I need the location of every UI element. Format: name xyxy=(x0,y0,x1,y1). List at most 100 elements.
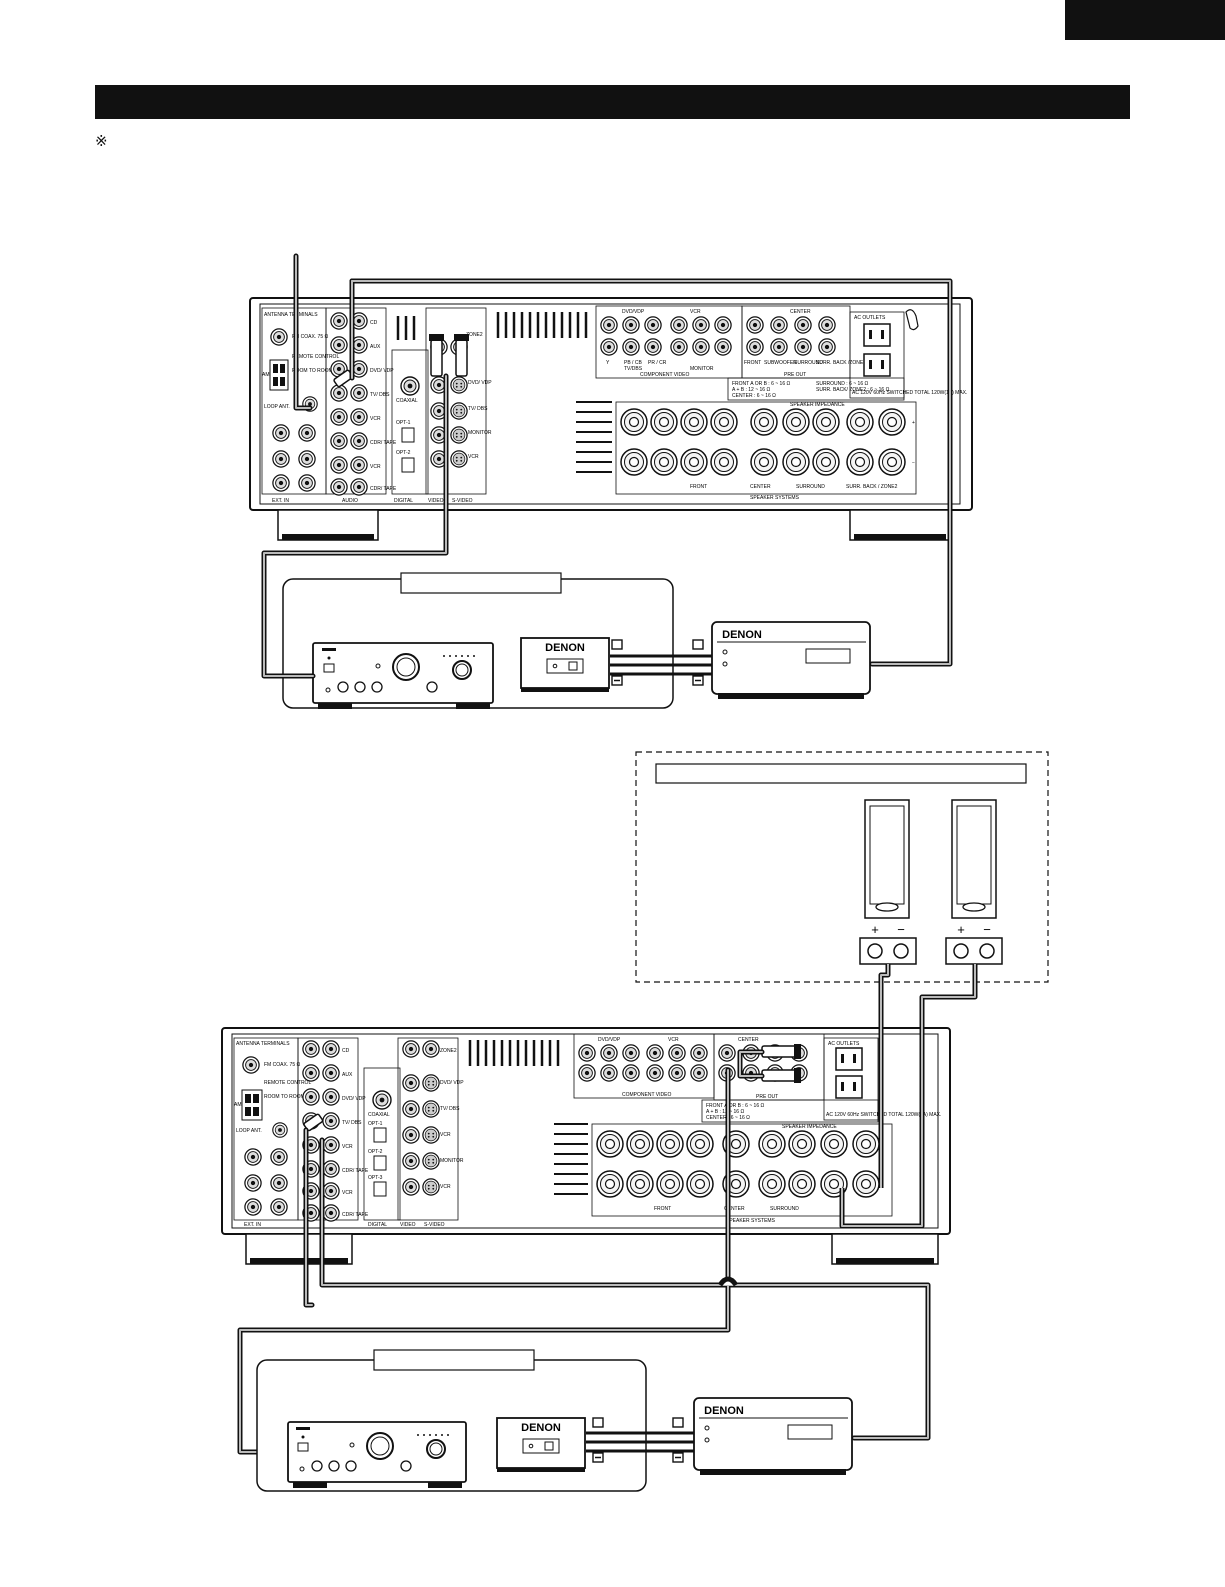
remote-label: REMOTE CONTROL xyxy=(292,354,339,360)
remote-label-bottom: REMOTE CONTROL xyxy=(264,1080,311,1086)
zone2-label: ZONE2 xyxy=(466,332,483,338)
opt3-label-bottom: OPT-3 xyxy=(368,1175,383,1181)
top-room-label-box xyxy=(400,572,562,594)
ac-outlets-label: AC OUTLETS xyxy=(854,315,886,321)
impedance-line-2-bottom: A + B : 12 ~ 16 Ω xyxy=(706,1109,744,1115)
component-jack-pb: PB / CB xyxy=(624,360,642,366)
audio-in-vcr-bottom: VCR xyxy=(342,1144,353,1150)
bottom-room-label-box xyxy=(373,1349,535,1371)
receiver-bottom: ANTENNA TERMINALS FM COAX. 75 Ω AM REMOT… xyxy=(221,1027,951,1265)
opt1-label-bottom: OPT-1 xyxy=(368,1121,383,1127)
cable-crossover xyxy=(717,1276,739,1287)
audio-in-tv: TV/ DBS xyxy=(370,392,390,398)
audio-in-vcr1: VCR xyxy=(370,416,381,422)
fm-label-bottom: FM COAX. 75 Ω xyxy=(264,1062,301,1068)
component-label: COMPONENT VIDEO xyxy=(640,372,689,378)
section-header-bar xyxy=(95,85,1130,119)
ac-outlets-label-bottom: AC OUTLETS xyxy=(828,1041,860,1047)
audio-in-dvd: DVD/ VDP xyxy=(370,368,394,374)
opt1-label: OPT-1 xyxy=(396,420,411,426)
denon-tuner-top: DENON xyxy=(520,637,610,692)
preout-sub: SUBWOOFER xyxy=(764,360,797,366)
component-group-vcr-bottom: VCR xyxy=(668,1037,679,1043)
room-label: ROOM TO ROOM xyxy=(292,368,333,374)
preout-front: FRONT xyxy=(744,360,761,366)
preout-label: PRE OUT xyxy=(784,372,806,378)
impedance-line-1: FRONT A OR B : 6 ~ 16 Ω xyxy=(732,381,791,387)
impedance-line-5: SURR. BACK/ ZONE2 : 6 ~ 16 Ω xyxy=(816,387,890,393)
am-label-bottom: AM xyxy=(234,1102,242,1108)
center-label-bottom: CENTER xyxy=(738,1037,759,1043)
minus-mark: − xyxy=(912,460,915,466)
component-group-vcr: VCR xyxy=(690,309,701,315)
receiver-top-vents xyxy=(496,312,588,338)
speaker-front: FRONT xyxy=(690,484,707,490)
preout-label-bottom: PRE OUT xyxy=(756,1094,778,1100)
integrated-amplifier-top xyxy=(312,642,494,709)
component-sub-tv: TV/DBS xyxy=(624,366,643,372)
audio-in-cdr2: CDR/ TAPE xyxy=(370,486,397,492)
svideo-label-bottom: S-VIDEO xyxy=(424,1222,445,1228)
svideo-label: S-VIDEO xyxy=(452,498,473,504)
ext-in-label-bottom: EXT. IN xyxy=(244,1222,261,1228)
speaker-option-header-box xyxy=(655,763,1027,784)
component-sub-monitor: MONITOR xyxy=(690,366,714,372)
audio-in-aux: AUX xyxy=(370,344,381,350)
bottom-room-speaker-wires xyxy=(586,1417,694,1463)
denon-logo-bottom-1: DENON xyxy=(521,1422,561,1434)
antenna-label: ANTENNA TERMINALS xyxy=(264,312,318,318)
video-label: VIDEO xyxy=(428,498,444,504)
top-cables-inner xyxy=(263,255,951,677)
video-in-vcr-bottom: VCR xyxy=(440,1132,451,1138)
component-label-bottom: COMPONENT VIDEO xyxy=(622,1092,671,1098)
preout-surrback: SURR. BACK /ZONE2 xyxy=(816,360,866,366)
audio-in-tv-bottom: TV/ DBS xyxy=(342,1120,362,1126)
loop-label: LOOP ANT. xyxy=(264,404,290,410)
integrated-amplifier-bottom xyxy=(287,1421,467,1488)
audio-in-cd-bottom: CD xyxy=(342,1048,350,1054)
audio-in-cdr1: CDR/ TAPE xyxy=(370,440,397,446)
coaxial-label-bottom: COAXIAL xyxy=(368,1112,390,1118)
speaker-systems-label-bottom: SPEAKER SYSTEMS xyxy=(726,1218,776,1224)
speaker-left: + − xyxy=(859,799,917,965)
denon-cd-bottom: DENON xyxy=(693,1397,853,1475)
speaker-center-bottom: CENTER xyxy=(724,1206,745,1212)
video-label-bottom: VIDEO xyxy=(400,1222,416,1228)
impedance-line-3: CENTER : 6 ~ 16 Ω xyxy=(732,393,776,399)
loop-label-bottom: LOOP ANT. xyxy=(236,1128,262,1134)
component-jack-pr: PR / CR xyxy=(648,360,667,366)
denon-logo-top-2: DENON xyxy=(722,629,762,641)
audio-in-aux-bottom: AUX xyxy=(342,1072,353,1078)
opt2-label-bottom: OPT-2 xyxy=(368,1149,383,1155)
speaker-right-plus: + xyxy=(957,922,965,937)
impedance-label-bottom: SPEAKER IMPEDANCE xyxy=(782,1124,837,1130)
speaker-right-minus: − xyxy=(983,922,991,937)
video-in-monitor: MONITOR xyxy=(468,430,492,436)
note-mark: ※ xyxy=(95,132,108,150)
speaker-wires-to-receiver-inner xyxy=(841,964,976,1227)
top-zone2-plugs xyxy=(429,334,469,377)
digital-label-bottom: DIGITAL xyxy=(368,1222,387,1228)
audio-in-cdr-bottom: CDR/ TAPE xyxy=(342,1168,369,1174)
preout-surround: SURROUND xyxy=(794,360,823,366)
denon-logo-bottom-2: DENON xyxy=(704,1405,744,1417)
ac-spec: AC 120V 60Hz SWITCHED TOTAL 120W(1A) MAX… xyxy=(852,390,967,396)
audio-label: AUDIO xyxy=(342,498,358,504)
language-tab xyxy=(1065,0,1225,40)
component-jack-y: Y xyxy=(606,360,610,366)
speaker-surround: SURROUND xyxy=(796,484,825,490)
denon-tuner-bottom: DENON xyxy=(496,1417,586,1472)
speaker-left-plus: + xyxy=(871,922,879,937)
center-label: CENTER xyxy=(790,309,811,315)
audio-in-dvd-bottom: DVD/ VDP xyxy=(342,1096,366,1102)
plus-mark: + xyxy=(912,420,915,426)
video-in-dvd-bottom: DVD/ VDP xyxy=(440,1080,464,1086)
bottom-cables-inner xyxy=(239,1051,929,1453)
impedance-label: SPEAKER IMPEDANCE xyxy=(790,402,845,408)
denon-cd-top: DENON xyxy=(711,621,871,699)
am-label: AM xyxy=(262,372,270,378)
fm-label: FM COAX. 75 Ω xyxy=(292,334,329,340)
audio-in-vcr2-bottom: VCR xyxy=(342,1190,353,1196)
component-group-dvd: DVD/VDP xyxy=(622,309,645,315)
top-room-speaker-wires xyxy=(610,639,712,686)
